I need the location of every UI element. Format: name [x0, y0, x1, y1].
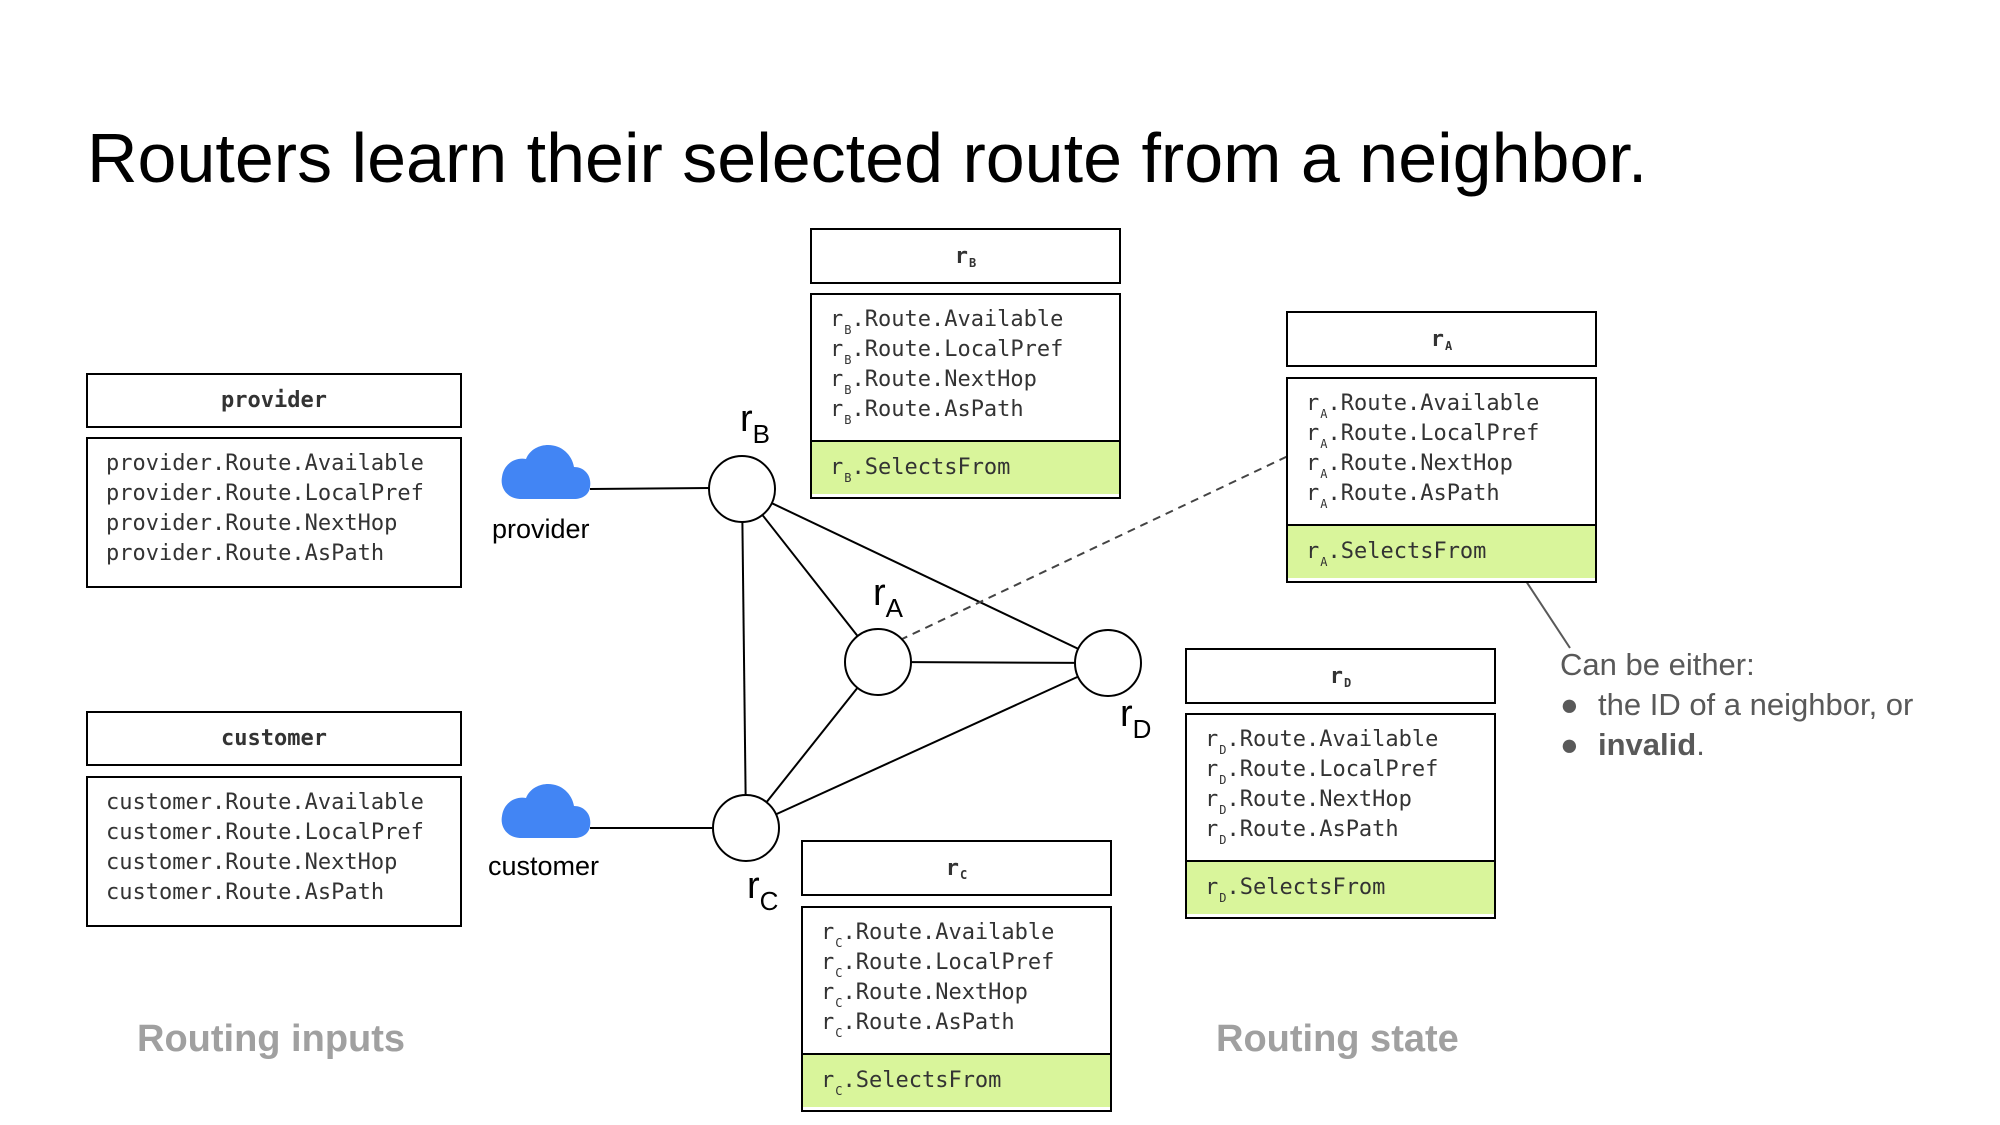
provider-field: provider.Route.LocalPref [106, 481, 424, 506]
rA-field: rA.Route.LocalPref [1306, 421, 1540, 451]
edge-rB-rD [741, 488, 1109, 664]
rA-field: rA.Route.AsPath [1306, 481, 1500, 511]
rB-field: rB.Route.NextHop [830, 367, 1037, 397]
rD-field: rD.Route.Available [1205, 727, 1439, 757]
edge-rA-rC [745, 661, 879, 829]
node-label-rC: rC [747, 865, 779, 916]
provider-field: provider.Route.AsPath [106, 541, 385, 566]
node-rD [1074, 629, 1142, 697]
rC-field: rC.Route.AsPath [821, 1010, 1015, 1040]
provider-input-box: provider.Route.Available provider.Route.… [86, 437, 462, 588]
node-rC [712, 794, 780, 862]
node-rA [844, 628, 912, 696]
rC-state-box: rC.Route.Available rC.Route.LocalPref rC… [801, 906, 1112, 1112]
customer-field: customer.Route.AsPath [106, 880, 385, 905]
rC-selects-from: rC.SelectsFrom [803, 1053, 1110, 1107]
routing-state-caption: Routing state [1216, 1018, 1459, 1060]
rC-field: rC.Route.Available [821, 920, 1055, 950]
customer-field: customer.Route.LocalPref [106, 820, 424, 845]
rA-field: rA.Route.NextHop [1306, 451, 1513, 481]
rA-field: rA.Route.Available [1306, 391, 1540, 421]
rA-selects-from: rA.SelectsFrom [1288, 524, 1595, 578]
provider-field: provider.Route.Available [106, 451, 424, 476]
customer-header-box: customer [86, 711, 462, 766]
note-item: ●the ID of a neighbor, or [1560, 687, 1914, 722]
dashed-link-rA [899, 455, 1289, 641]
customer-cloud-label: customer [488, 851, 600, 881]
rB-field: rB.Route.LocalPref [830, 337, 1064, 367]
edge-rB-rC [741, 488, 747, 829]
cloud-icon [501, 445, 591, 499]
rC-field: rC.Route.NextHop [821, 980, 1028, 1010]
node-rB [708, 455, 776, 523]
rB-state-box: rB.Route.Available rB.Route.LocalPref rB… [810, 293, 1121, 499]
selects-from-note: Can be either: ●the ID of a neighbor, or… [1560, 645, 1913, 765]
rB-field: rB.Route.Available [830, 307, 1064, 337]
edge-provider-rB [589, 487, 711, 490]
routing-inputs-caption: Routing inputs [137, 1018, 406, 1060]
edge-rB-rA [741, 488, 879, 663]
rA-state-box: rA.Route.Available rA.Route.LocalPref rA… [1286, 377, 1597, 583]
provider-cloud-label: provider [492, 514, 590, 544]
provider-field: provider.Route.NextHop [106, 511, 398, 536]
edge-rC-rD [745, 662, 1109, 829]
cloud-icon [501, 784, 591, 838]
note-item: ●invalid. [1560, 727, 1705, 762]
note-intro: Can be either: [1560, 647, 1755, 682]
callout-line [1521, 574, 1571, 649]
rC-field: rC.Route.LocalPref [821, 950, 1055, 980]
rD-state-box: rD.Route.Available rD.Route.LocalPref rD… [1185, 713, 1496, 919]
rD-field: rD.Route.AsPath [1205, 817, 1399, 847]
rB-field: rB.Route.AsPath [830, 397, 1024, 427]
node-label-rD: rD [1120, 693, 1152, 744]
customer-field: customer.Route.Available [106, 790, 424, 815]
rB-selects-from: rB.SelectsFrom [812, 440, 1119, 494]
provider-header-box: provider [86, 373, 462, 428]
node-label-rB: rB [740, 398, 770, 449]
customer-field: customer.Route.NextHop [106, 850, 398, 875]
page-title: Routers learn their selected route from … [87, 119, 1648, 197]
rD-field: rD.Route.NextHop [1205, 787, 1412, 817]
rD-field: rD.Route.LocalPref [1205, 757, 1439, 787]
customer-input-box: customer.Route.Available customer.Route.… [86, 776, 462, 927]
rD-selects-from: rD.SelectsFrom [1187, 860, 1494, 914]
node-label-rA: rA [873, 572, 903, 623]
edge-rA-rD [877, 661, 1109, 664]
